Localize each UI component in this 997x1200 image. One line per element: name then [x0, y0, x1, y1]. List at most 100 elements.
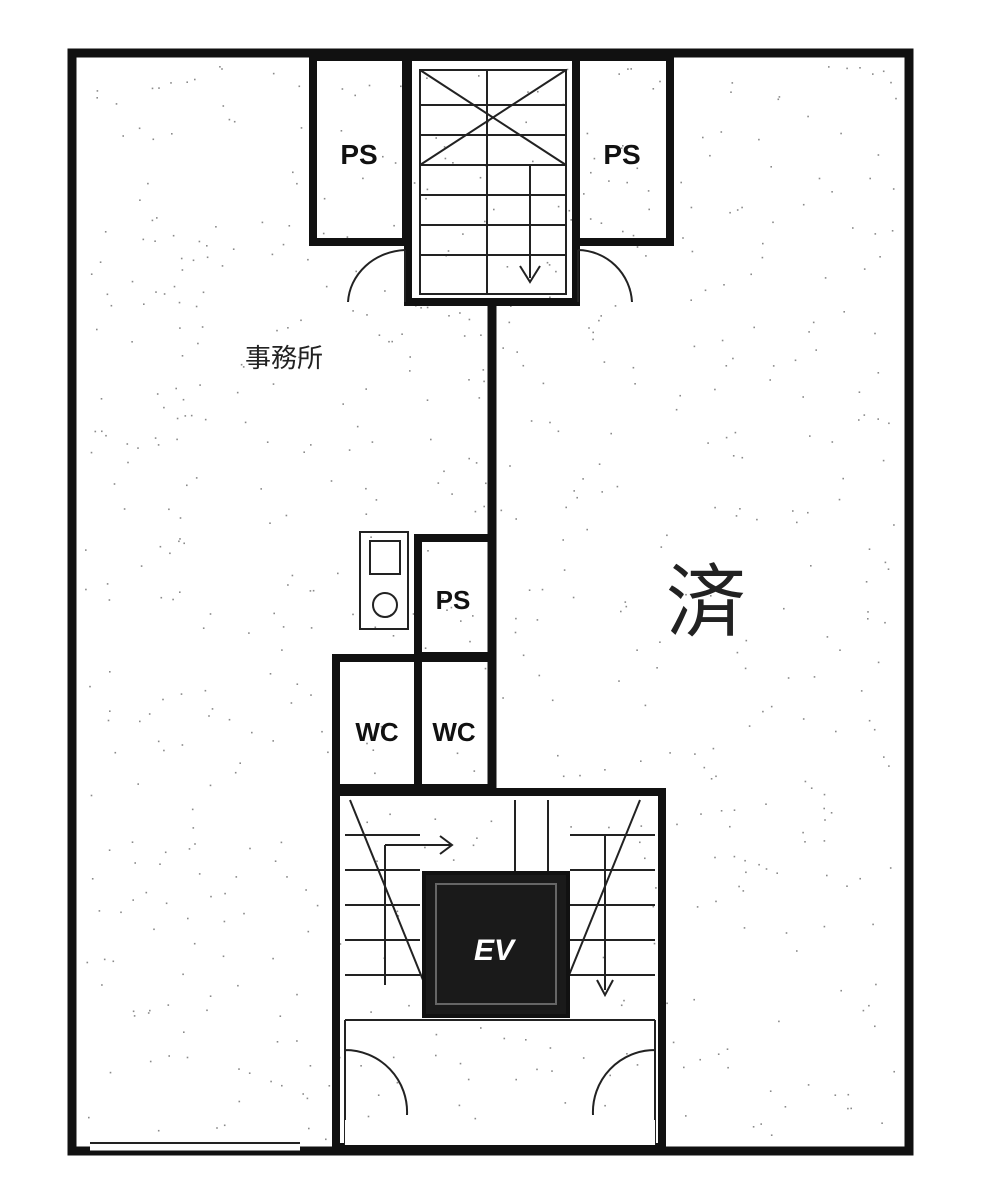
speckle-dot — [322, 232, 325, 235]
speckle-dot — [221, 68, 223, 70]
kitchenette — [359, 531, 409, 630]
speckle-dot — [478, 75, 480, 77]
speckle-dot — [753, 326, 755, 329]
speckle-dot — [685, 1115, 687, 1117]
speckle-dot — [834, 1094, 837, 1096]
speckle-dot — [178, 540, 180, 543]
speckle-dot — [777, 98, 780, 101]
speckle-dot — [131, 341, 133, 343]
speckle-dot — [685, 593, 687, 596]
speckle-dot — [648, 208, 650, 211]
speckle-dot — [772, 365, 775, 367]
speckle-dot — [480, 334, 482, 336]
stair-bottom-arrow-left-icon — [385, 835, 454, 855]
speckle-dot — [745, 639, 748, 642]
speckle-dot — [458, 1104, 461, 1107]
speckle-dot — [826, 636, 829, 638]
speckle-dot — [882, 459, 885, 462]
speckle-dot — [85, 549, 87, 551]
speckle-dot — [162, 698, 164, 701]
speckle-dot — [579, 774, 581, 777]
speckle-dot — [305, 889, 307, 891]
speckle-dot — [198, 873, 201, 875]
speckle-dot — [266, 441, 269, 443]
speckle-dot — [652, 88, 655, 90]
stair-bottom — [332, 788, 666, 1151]
speckle-dot — [285, 514, 288, 517]
speckle-dot — [204, 418, 207, 421]
speckle-dot — [90, 273, 93, 275]
speckle-dot — [810, 565, 812, 567]
speckle-dot — [171, 133, 173, 135]
speckle-dot — [179, 327, 181, 329]
speckle-dot — [586, 132, 589, 135]
speckle-dot — [608, 180, 610, 182]
speckle-dot — [96, 90, 99, 92]
wc-label-left: WC — [355, 717, 399, 747]
ev-label: EV — [474, 934, 517, 967]
speckle-dot — [206, 1009, 208, 1012]
speckle-dot — [273, 612, 275, 615]
speckle-dot — [632, 366, 635, 369]
speckle-dot — [186, 484, 188, 487]
speckle-dot — [96, 97, 98, 99]
scan-speckles — [85, 66, 897, 1141]
speckle-dot — [715, 775, 717, 778]
speckle-dot — [502, 347, 504, 349]
speckle-dot — [647, 190, 650, 192]
speckle-dot — [840, 989, 842, 992]
speckle-dot — [884, 621, 886, 624]
speckle-dot — [525, 1039, 527, 1041]
speckle-dot — [720, 810, 723, 812]
speckle-dot — [237, 984, 239, 987]
stair-top-treads — [419, 69, 567, 294]
speckle-dot — [734, 431, 737, 434]
speckle-dot — [847, 1093, 850, 1096]
stove-icon — [372, 592, 398, 618]
speckle-dot — [623, 999, 625, 1002]
speckle-dot — [328, 1085, 331, 1087]
speckle-dot — [413, 182, 416, 184]
speckle-dot — [812, 321, 815, 324]
speckle-dot — [593, 157, 596, 160]
speckle-dot — [101, 984, 103, 986]
speckle-dot — [126, 443, 129, 445]
speckle-dot — [148, 713, 151, 715]
speckle-dot — [307, 930, 310, 933]
speckle-dot — [893, 1070, 895, 1073]
speckle-dot — [756, 518, 758, 521]
speckle-dot — [770, 1134, 773, 1136]
speckle-dot — [238, 1068, 240, 1070]
speckle-dot — [562, 775, 565, 778]
speckle-dot — [151, 219, 154, 222]
speckle-dot — [680, 181, 682, 184]
speckle-dot — [392, 1056, 395, 1059]
speckle-dot — [699, 1058, 701, 1061]
speckle-dot — [644, 704, 647, 707]
speckle-dot — [330, 480, 333, 482]
speckle-dot — [366, 821, 368, 824]
speckle-dot — [590, 171, 592, 174]
speckle-dot — [397, 915, 400, 917]
speckle-dot — [183, 542, 185, 545]
speckle-dot — [627, 68, 629, 70]
speckle-dot — [725, 436, 728, 439]
speckle-dot — [562, 539, 564, 541]
speckle-dot — [675, 408, 678, 411]
speckle-dot — [222, 105, 225, 107]
speckle-dot — [592, 331, 594, 334]
speckle-dot — [823, 840, 826, 842]
speckle-dot — [541, 588, 544, 591]
speckle-dot — [546, 261, 549, 264]
speckle-dot — [103, 958, 106, 961]
speckle-dot — [341, 88, 344, 90]
speckle-dot — [639, 841, 641, 844]
speckle-dot — [352, 613, 354, 616]
speckle-dot — [272, 383, 275, 385]
speckle-dot — [743, 927, 746, 929]
speckle-dot — [157, 1129, 160, 1132]
speckle-dot — [714, 506, 716, 509]
speckle-dot — [823, 925, 826, 928]
speckle-dot — [586, 528, 588, 531]
speckle-dot — [538, 674, 541, 677]
